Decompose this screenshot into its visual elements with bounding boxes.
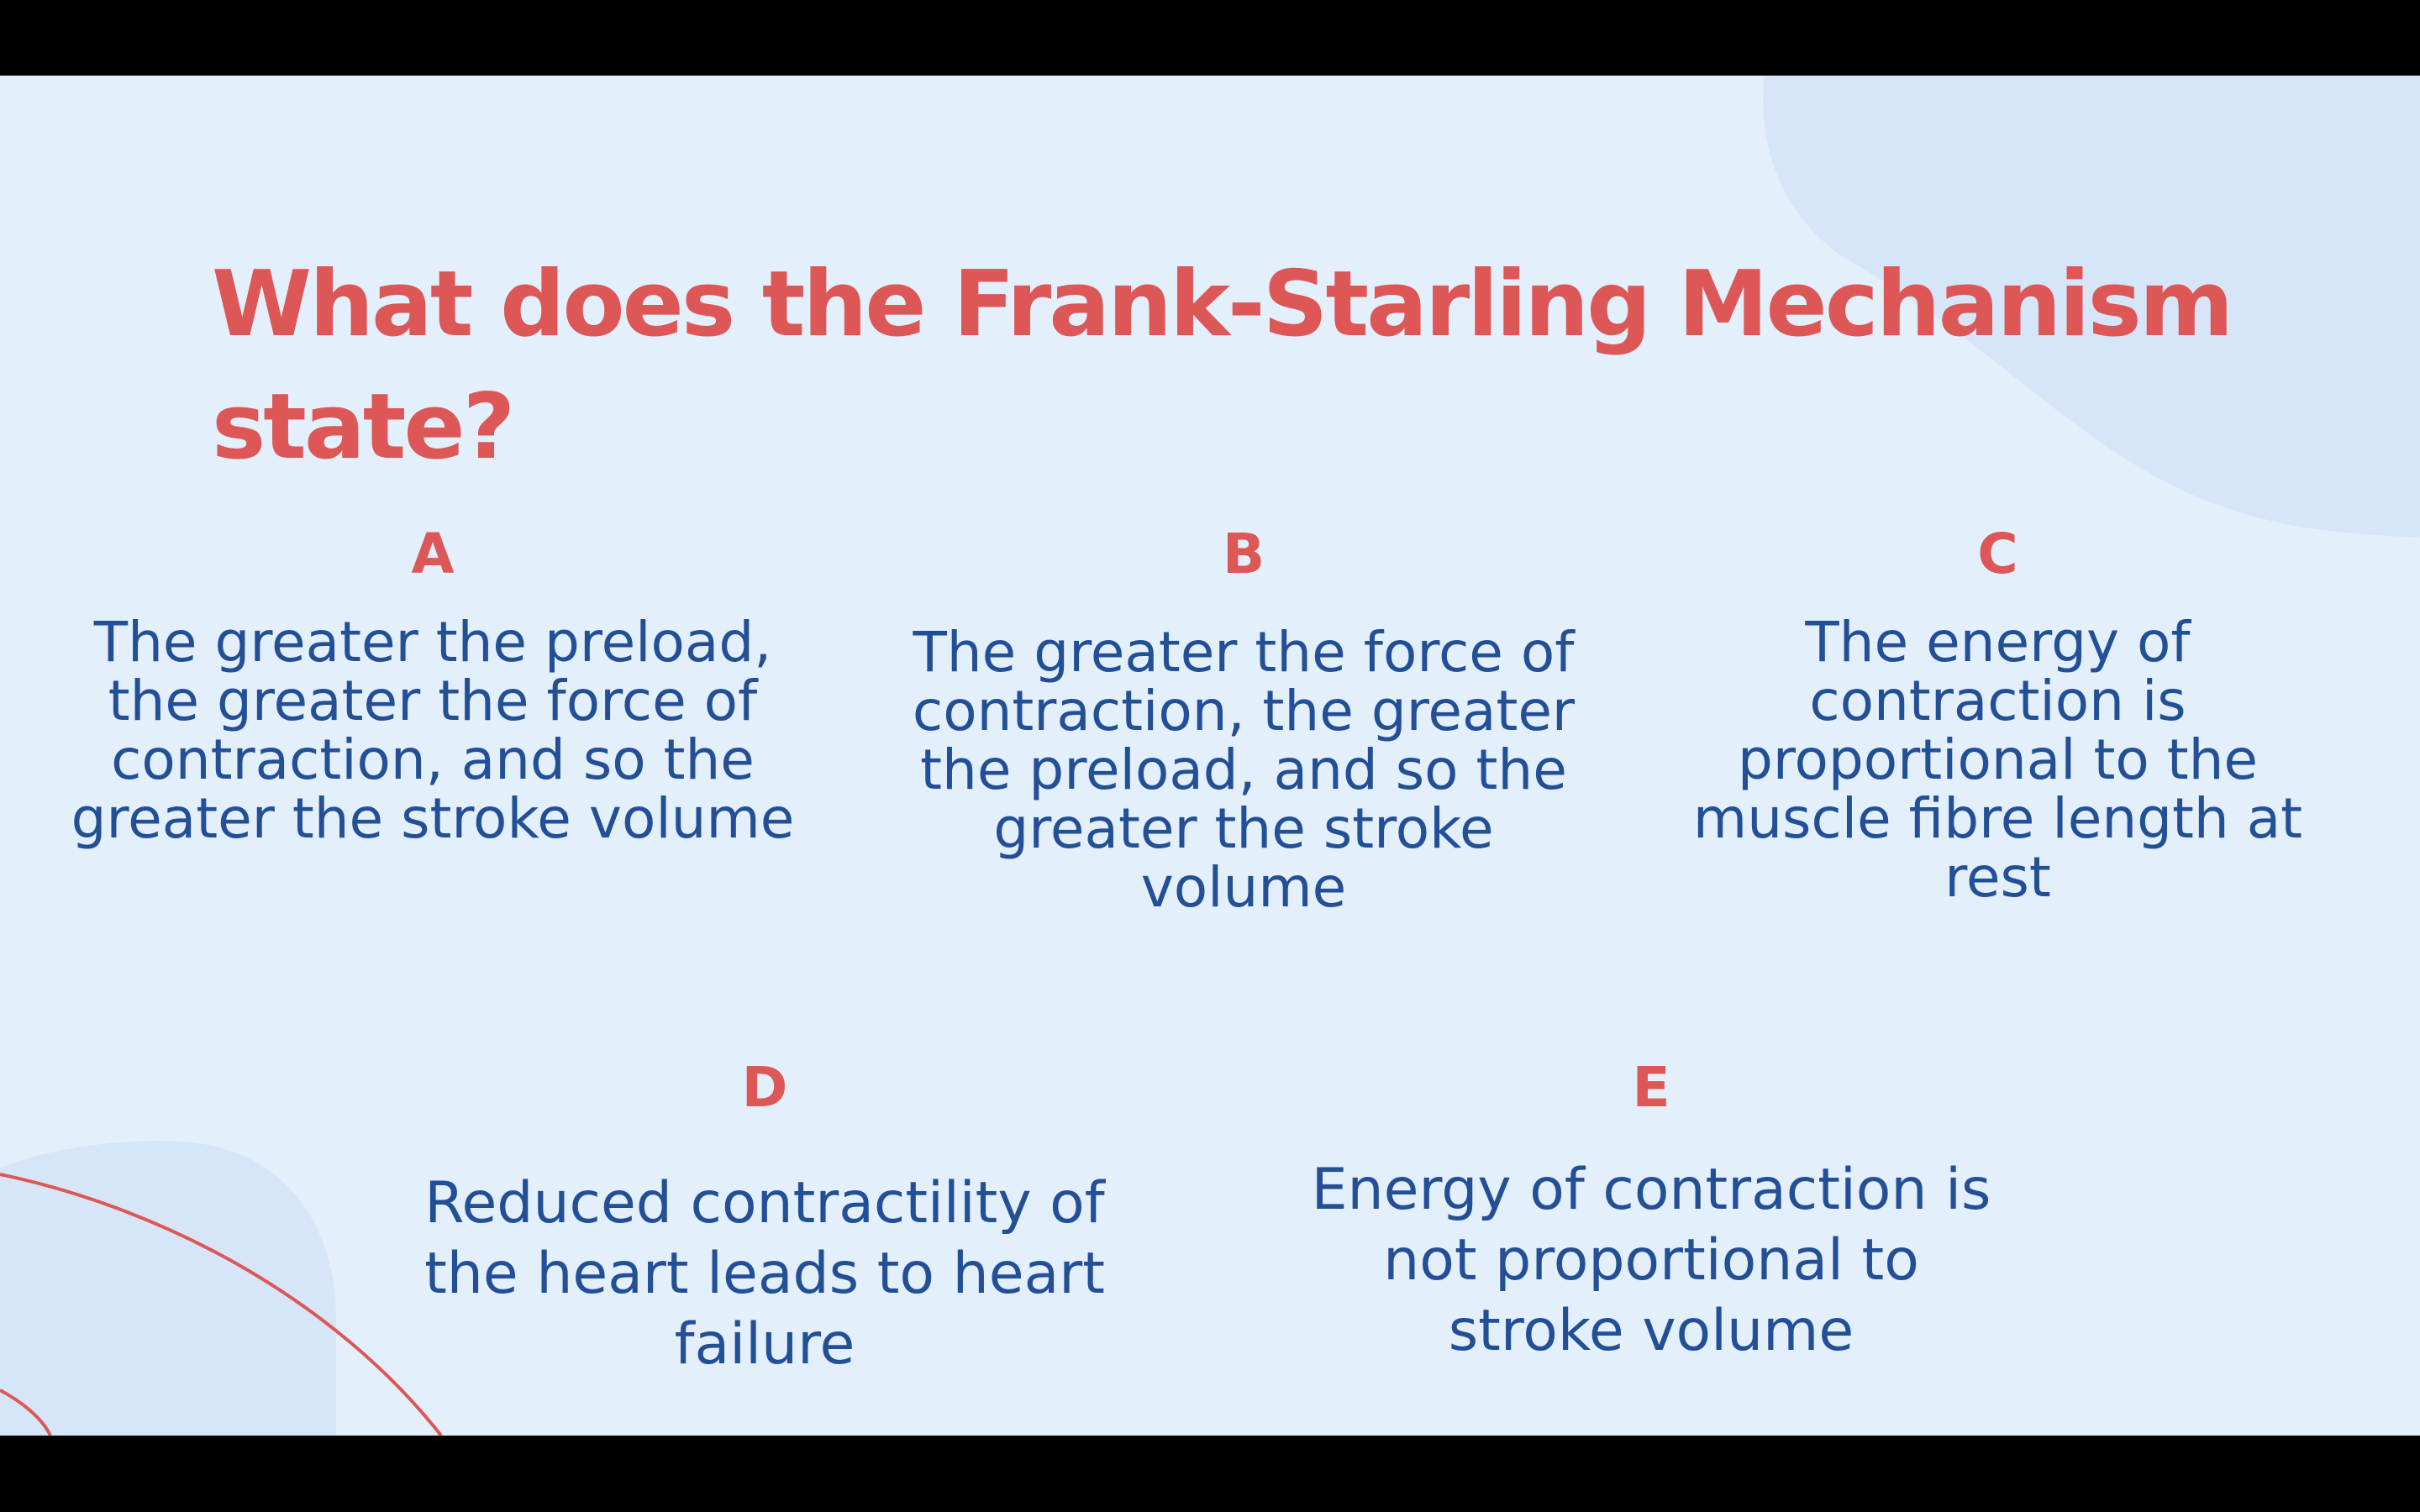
bottom-left-blob-shape <box>0 1141 336 1436</box>
option-d[interactable]: D Reduced contractility of the heart lea… <box>420 1054 1109 1380</box>
option-d-letter: D <box>741 1055 788 1120</box>
option-b-text: The greater the force of contraction, th… <box>912 620 1576 920</box>
option-c[interactable]: C The energy of contraction is proportio… <box>1681 521 2315 907</box>
option-a-letter: A <box>411 522 455 586</box>
option-b-letter: B <box>1222 522 1265 586</box>
option-e-letter: E <box>1632 1055 1670 1120</box>
option-e[interactable]: E Energy of contraction is not proportio… <box>1294 1054 2008 1367</box>
option-c-text: The energy of contraction is proportiona… <box>1692 610 2303 910</box>
option-a-text: The greater the preload, the greater the… <box>71 610 795 851</box>
bottom-left-small-arc-line <box>0 1389 52 1436</box>
top-right-blob-shape <box>1763 76 2420 538</box>
option-a[interactable]: A The greater the preload, the greater t… <box>50 521 815 848</box>
option-d-text: Reduced contractility of the heart leads… <box>424 1170 1105 1378</box>
slide: What does the Frank-Starling Mechanism s… <box>0 76 2420 1436</box>
bottom-left-arc-line <box>0 1173 443 1436</box>
slide-decoration <box>0 76 2420 1436</box>
slide-title: What does the Frank-Starling Mechanism s… <box>212 252 2233 480</box>
option-e-text: Energy of contraction is not proportiona… <box>1311 1157 1991 1364</box>
option-b[interactable]: B The greater the force of contraction, … <box>891 521 1597 917</box>
option-c-letter: C <box>1977 522 2018 586</box>
